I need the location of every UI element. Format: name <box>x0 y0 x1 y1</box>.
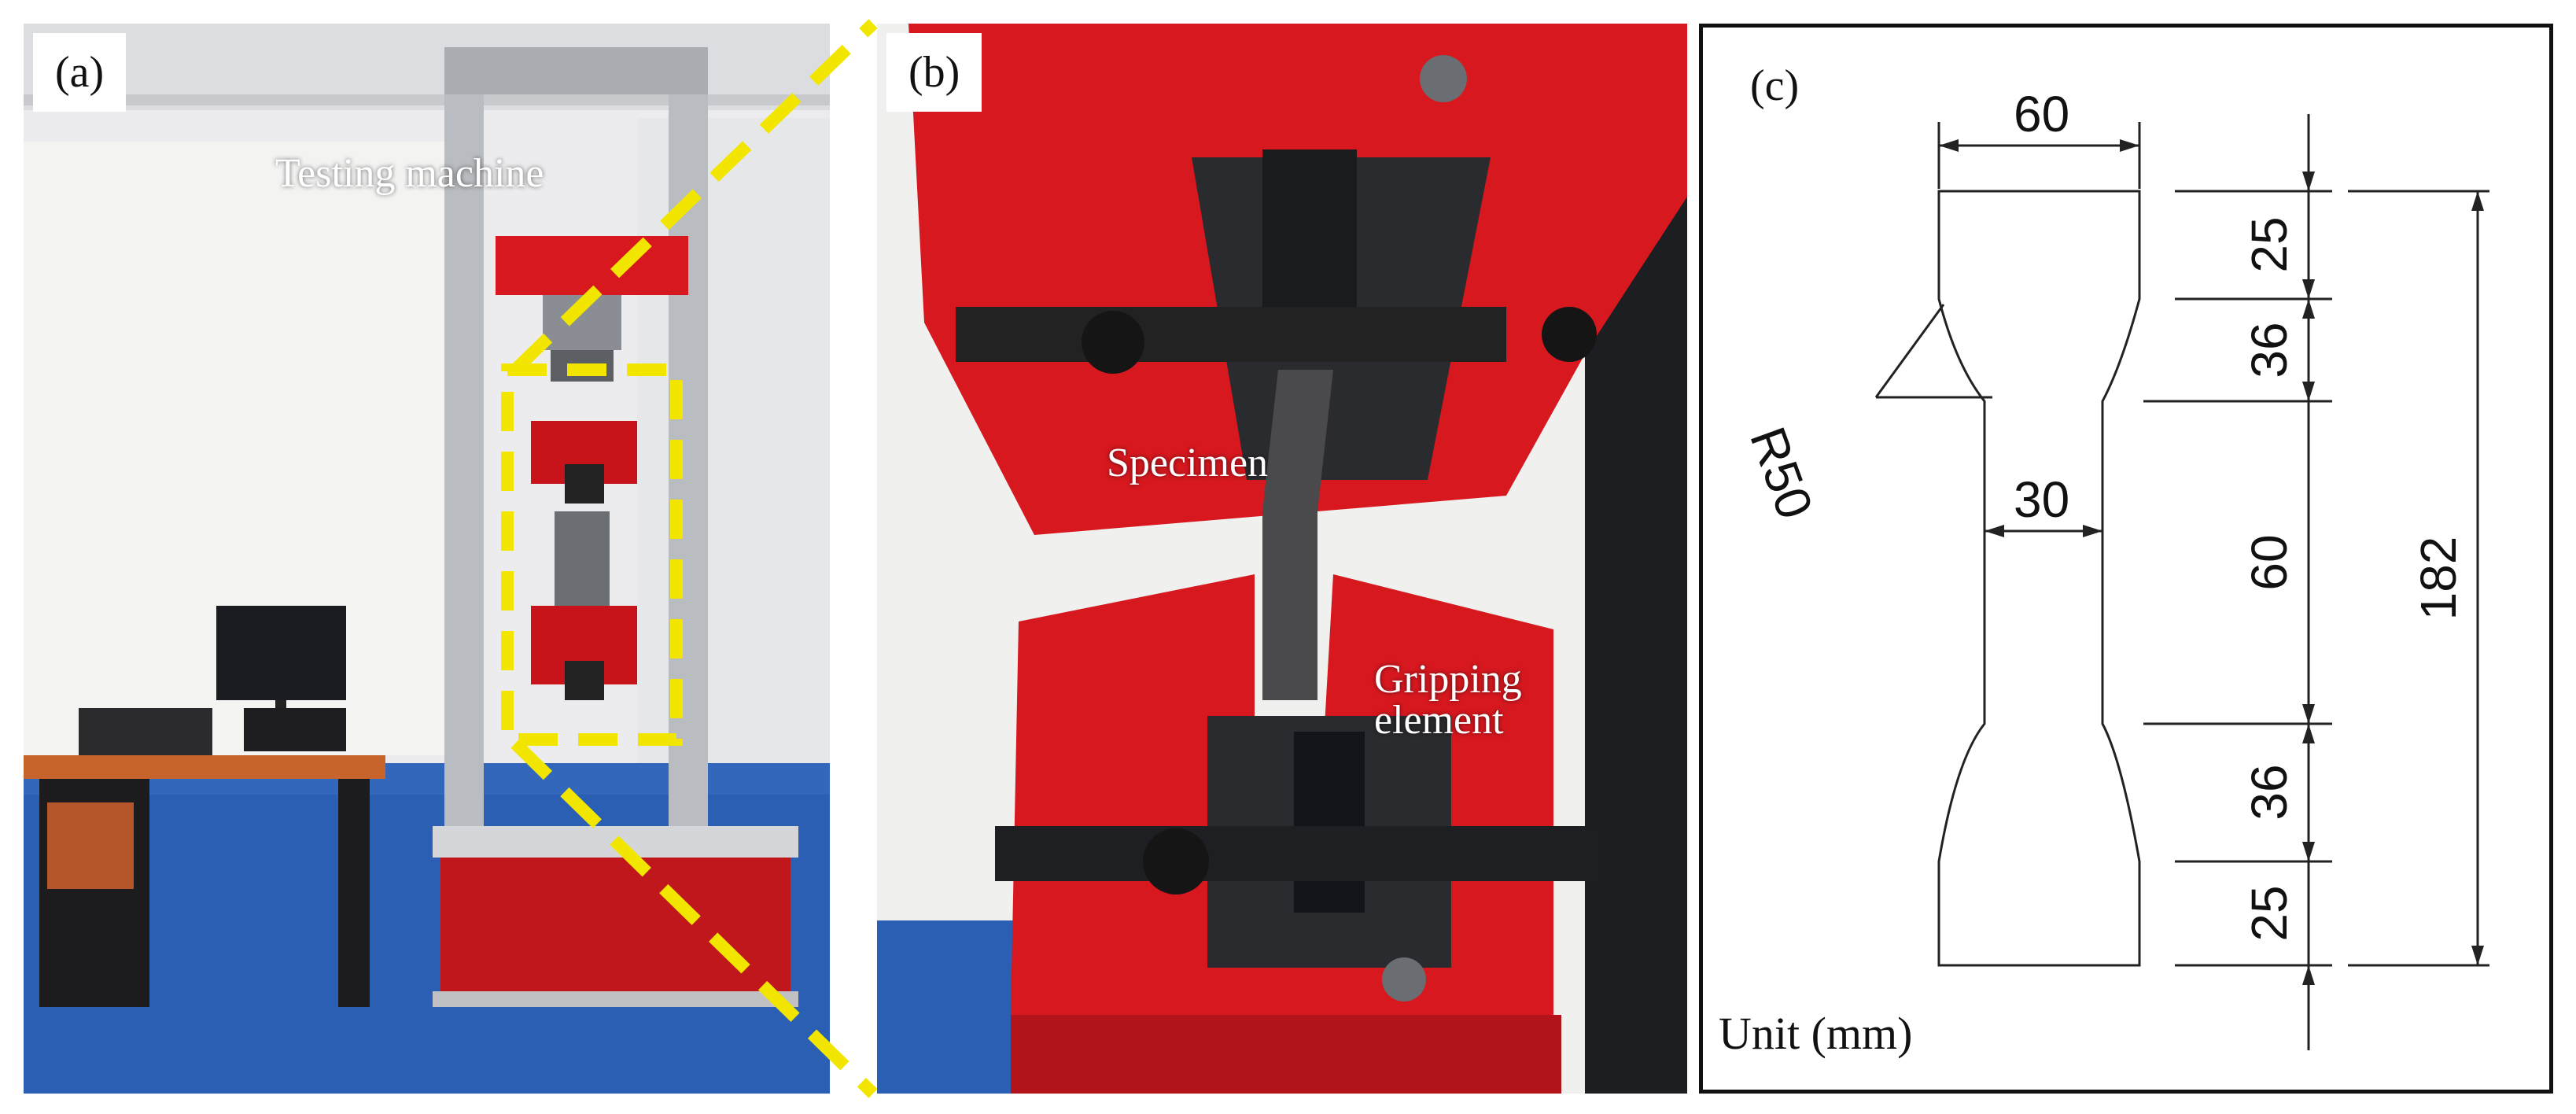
panel-c-drawing: (c) 60 30 R50 25 36 60 36 25 182 Unit (m… <box>1699 24 2553 1094</box>
specimen-dimension-drawing <box>1874 114 2489 1050</box>
dim-bottom-grip: 25 <box>2241 885 2298 942</box>
panel-b-photo: (b) Specimen Gripping element <box>877 24 1687 1094</box>
dim-top-width: 60 <box>2014 86 2070 142</box>
dim-bottom-transition: 36 <box>2241 764 2298 821</box>
testing-machine-label: Testing machine <box>275 151 544 196</box>
dim-total-length: 182 <box>2410 536 2467 621</box>
specimen-label: Specimen <box>1107 441 1269 485</box>
dim-gauge: 60 <box>2241 534 2298 591</box>
gripping-element-label-line2: element <box>1374 698 1504 743</box>
gripping-closeup-illustration <box>877 24 1687 1094</box>
dim-top-grip: 25 <box>2241 216 2298 273</box>
dim-top-transition: 36 <box>2241 322 2298 378</box>
gripping-element-label: Gripping element <box>1374 659 1522 741</box>
panel-c-tag: (c) <box>1734 50 1815 122</box>
unit-label: Unit (mm) <box>1719 1008 1913 1059</box>
dim-neck-width: 30 <box>2014 471 2070 528</box>
gripping-element-label-line1: Gripping <box>1374 657 1522 702</box>
panel-b-tag: (b) <box>886 33 982 112</box>
panel-a-tag: (a) <box>33 33 127 112</box>
